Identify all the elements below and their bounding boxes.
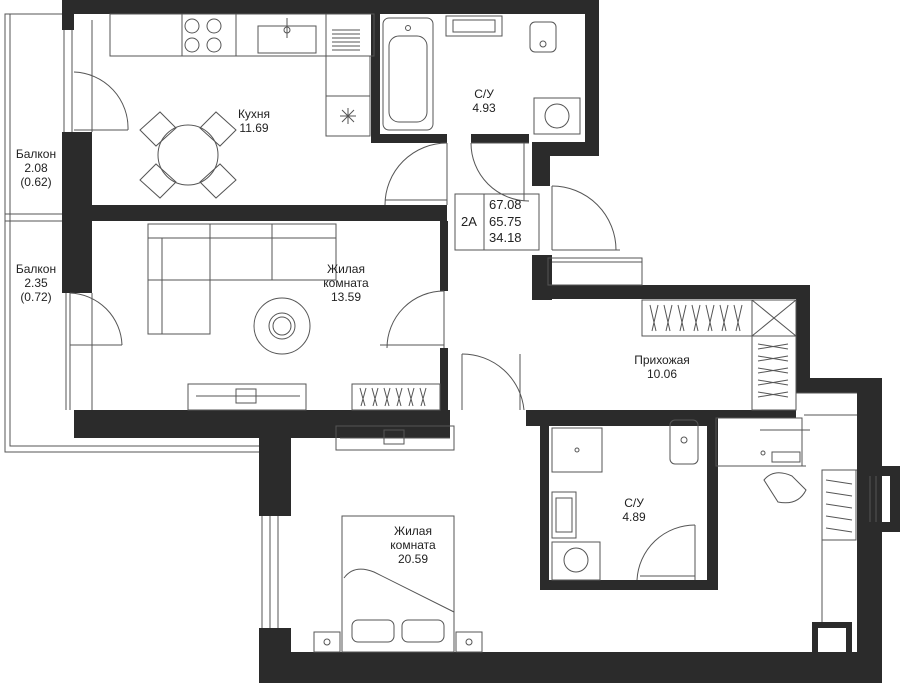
kitchen-name: Кухня [237,107,271,121]
doors [69,71,696,581]
balcony-top-area: 2.08 [24,161,48,175]
summary-border [454,193,540,251]
walls [62,0,900,683]
bath-bottom-label: С/У 4.89 [610,496,658,524]
hallway-label: Прихожая 10.06 [620,353,704,381]
living-bottom-label: Жилая комната 20.59 [381,524,445,566]
apartment-summary: 2А 67.08 65.75 34.18 [455,194,539,250]
hallway-area: 10.06 [646,367,678,381]
balcony-bottom-area-reduced: (0.72) [20,290,52,304]
bath-top-area: 4.93 [472,101,496,115]
living-top-name-2: комната [323,276,369,290]
furniture [109,13,857,653]
kitchen-label: Кухня 11.69 [222,107,286,135]
living-top-name-1: Жилая [327,262,365,276]
other-area: 34.18 [489,230,522,245]
apartment-areas: 67.08 65.75 34.18 [489,197,522,247]
apartment-type: 2А [461,214,477,229]
living-bottom-name-1: Жилая [394,524,432,538]
balcony-top-label: Балкон 2.08 (0.62) [8,147,64,189]
bath-top-label: С/У 4.93 [460,87,508,115]
balcony-top-area-reduced: (0.62) [20,175,52,189]
living-bottom-area: 20.59 [397,552,429,566]
balcony-top-name: Балкон [15,147,57,161]
total-area: 67.08 [489,197,522,212]
hallway-name: Прихожая [634,353,690,367]
balcony-bottom-name: Балкон [15,262,57,276]
kitchen-area: 11.69 [239,121,269,135]
bath-bottom-name: С/У [624,496,644,510]
bath-bottom-area: 4.89 [622,510,646,524]
living-area: 65.75 [489,213,522,229]
living-bottom-name-2: комната [390,538,436,552]
bath-top-name: С/У [474,87,494,101]
balcony-bottom-label: Балкон 2.35 (0.72) [8,262,64,304]
balcony-bottom-area: 2.35 [24,276,48,290]
living-top-label: Жилая комната 13.59 [314,262,378,304]
living-top-area: 13.59 [330,290,362,304]
